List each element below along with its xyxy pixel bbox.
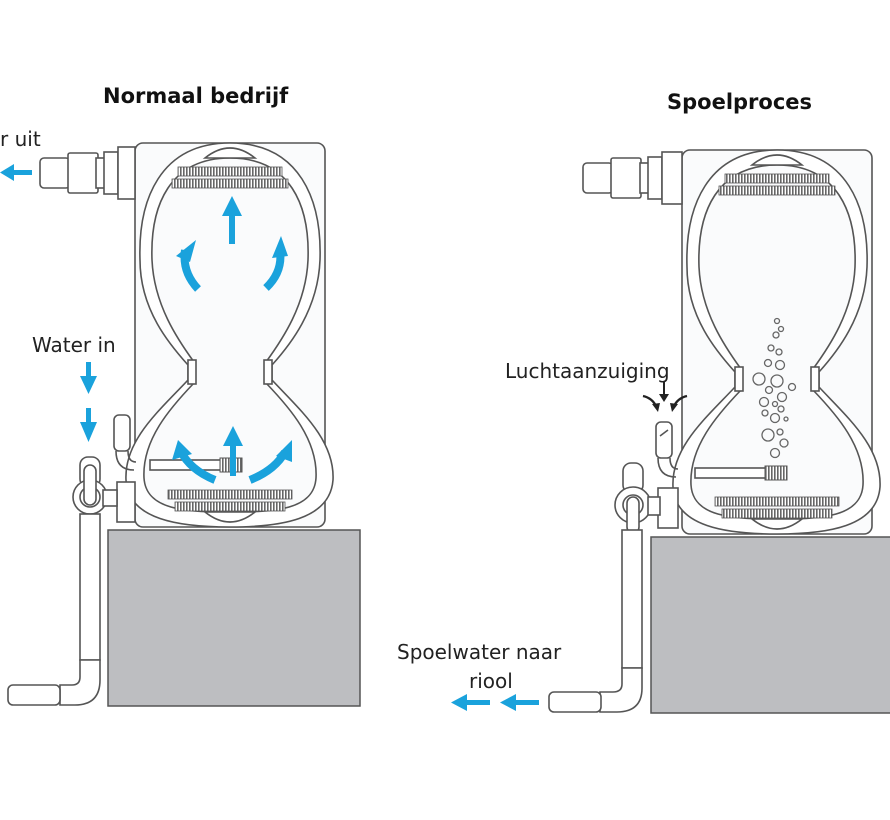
air-valve	[113, 414, 137, 471]
top-grill	[724, 173, 830, 184]
top-grill	[177, 166, 283, 177]
arrow-icon	[80, 408, 97, 442]
arrow-icon	[451, 694, 490, 711]
bottom-grill	[174, 501, 286, 512]
panel-flush: Spoelproces	[397, 90, 890, 714]
label-flush-water-1: Spoelwater naar	[397, 640, 562, 664]
waist-ring	[263, 359, 273, 385]
arrow-icon	[172, 440, 217, 484]
waist-ring	[734, 366, 744, 392]
arrow-icon	[222, 196, 242, 244]
top-grill	[718, 185, 836, 196]
arrow-icon	[500, 694, 539, 711]
waist-ring	[810, 366, 820, 392]
title-normal: Normaal bedrijf	[103, 84, 289, 108]
top-cap	[749, 154, 805, 166]
arrow-icon	[263, 236, 288, 291]
nozzle	[764, 465, 788, 481]
air-arrow-icon	[659, 381, 669, 402]
valve	[72, 456, 118, 515]
outlet-pipe	[582, 151, 683, 205]
air-arrow-icon	[642, 394, 660, 412]
valve	[614, 462, 661, 534]
air-arrow-icon	[670, 394, 688, 412]
air-valve	[655, 421, 679, 478]
base-block	[650, 536, 890, 714]
arrow-icon	[0, 164, 32, 181]
label-flush-water-2: riool	[469, 669, 513, 693]
inlet-tube	[694, 467, 768, 479]
base-block	[107, 529, 361, 707]
waist-ring	[187, 359, 197, 385]
top-cap	[202, 147, 258, 159]
side-connector	[116, 481, 136, 523]
arrow-icon	[80, 362, 97, 394]
label-water-in: Water in	[32, 333, 116, 357]
bottom-cap	[749, 518, 805, 530]
bottom-grill	[721, 508, 833, 519]
drain-pipe	[548, 529, 643, 713]
arrow-icon	[176, 240, 202, 292]
arrow-icon	[223, 426, 243, 476]
arrow-icon	[248, 440, 292, 484]
outlet-pipe	[39, 146, 136, 200]
bubble-icon	[752, 317, 797, 459]
bottom-grill	[167, 489, 293, 500]
bottom-cap	[202, 511, 258, 523]
panel-normal: Normaal bedrijf	[0, 84, 361, 707]
top-grill	[171, 178, 289, 189]
label-water-out: r uit	[0, 127, 41, 151]
title-flush: Spoelproces	[667, 90, 812, 114]
side-connector	[657, 487, 679, 529]
label-air-intake: Luchtaanzuiging	[505, 359, 670, 383]
drain-pipe	[7, 513, 101, 706]
bottom-grill	[714, 496, 840, 507]
